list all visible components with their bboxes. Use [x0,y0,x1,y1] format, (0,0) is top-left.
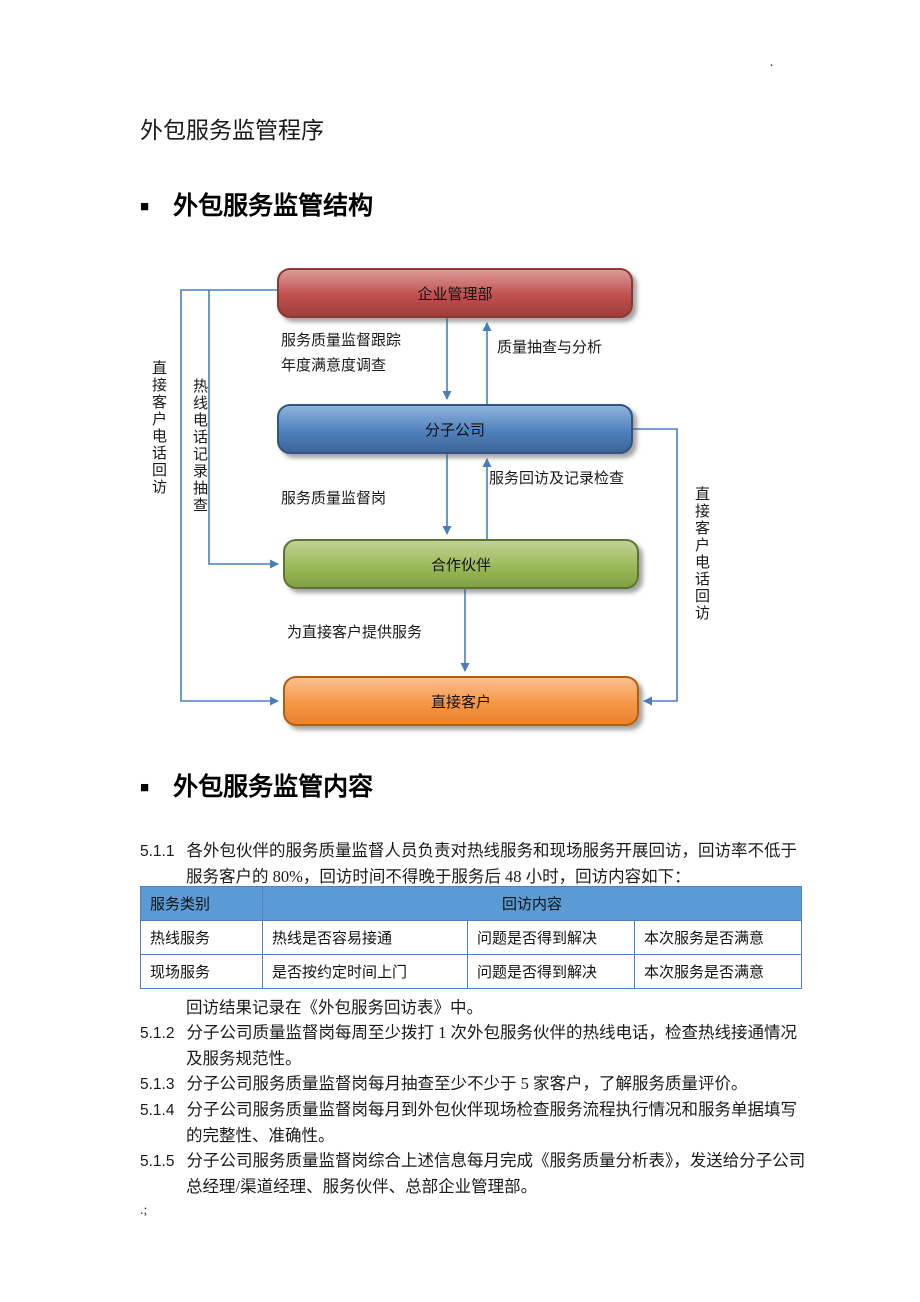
table-cell: 热线是否容易接通 [262,920,468,955]
clause-number: 5.1.4 [140,1102,175,1119]
edge-label-quality-post: 服务质量监督岗 [281,491,387,507]
square-bullet-icon: ■ [140,778,150,796]
table-header-callback-content: 回访内容 [261,886,803,921]
node-label: 直接客户 [430,694,491,711]
clause-text: 分子公司服务质量监督岗每月到外包伙伴现场检查服务流程执行情况和服务单据填写的完整… [186,1100,797,1145]
section-heading-text: 外包服务监管内容 [173,773,374,801]
edge-label-provide-service: 为直接客户提供服务 [287,625,423,641]
clause-number: 5.1.5 [140,1153,175,1170]
table-cell: 热线服务 [140,920,263,955]
node-label: 企业管理部 [417,286,493,303]
clause-text: 分子公司服务质量监督岗每月抽查至少不少于 5 家客户，了解服务质量评价。 [186,1074,748,1093]
edge-label-quality-tracking-1: 服务质量监督跟踪 [281,333,402,349]
edge-label-service-callback-check: 服务回访及记录检查 [489,471,625,487]
edge-label-quality-tracking-2: 年度满意度调查 [281,358,387,374]
section-heading-structure: ■ 外包服务监管结构 [140,191,373,221]
paragraph-5-1-5: 5.1.5 分子公司服务质量监督岗综合上述信息每月完成《服务质量分析表》，发送给分… [140,1148,810,1199]
table-cell: 本次服务是否满意 [633,954,803,989]
clause-text: 分子公司服务质量监督岗综合上述信息每月完成《服务质量分析表》，发送给分子公司总经… [186,1151,806,1196]
table-header-row: 服务类别 回访内容 [140,886,803,921]
vertical-label-hotline-record-check: 热线电话记录抽查 [191,378,207,514]
paragraph-5-1-2: 5.1.2 分子公司质量监督岗每周至少拨打 1 次外包服务伙伴的热线电话，检查热线… [140,1020,810,1071]
vertical-label-right-customer-callback: 直接客户电话回访 [693,486,709,622]
table-row-onsite: 现场服务 是否按约定时间上门 问题是否得到解决 本次服务是否满意 [140,954,803,989]
arrow-right-customer-callback [633,428,678,706]
clause-number: 5.1.1 [140,843,175,860]
footer-mark: .; [140,1203,148,1218]
arrow-hotline-record-check [208,290,279,569]
table-cell: 问题是否得到解决 [467,920,635,955]
node-label: 分子公司 [424,422,485,439]
node-direct-customer: 直接客户 [283,676,639,726]
paragraph-5-1-3: 5.1.3 分子公司服务质量监督岗每月抽查至少不少于 5 家客户，了解服务质量评价… [140,1071,810,1097]
callback-content-table: 服务类别 回访内容 热线服务 热线是否容易接通 问题是否得到解决 本次服务是否满… [140,886,803,989]
node-subsidiary-company: 分子公司 [277,404,633,454]
square-bullet-icon: ■ [140,197,150,215]
table-row-hotline: 热线服务 热线是否容易接通 问题是否得到解决 本次服务是否满意 [140,920,803,955]
document-title: 外包服务监管程序 [140,118,324,143]
table-cell: 本次服务是否满意 [633,920,803,955]
paragraph-5-1-1: 5.1.1 各外包伙伴的服务质量监督人员负责对热线服务和现场服务开展回访，回访率不… [140,838,810,889]
paragraph-5-1-4: 5.1.4 分子公司服务质量监督岗每月到外包伙伴现场检查服务流程执行情况和服务单据… [140,1097,810,1148]
clause-number: 5.1.3 [140,1076,175,1093]
node-enterprise-management: 企业管理部 [277,268,633,318]
header-mark: · [769,58,774,74]
node-label: 合作伙伴 [430,557,491,574]
table-header-service-type: 服务类别 [140,886,263,921]
table-note: 回访结果记录在《外包服务回访表》中。 [186,998,483,1017]
clause-text: 分子公司质量监督岗每周至少拨打 1 次外包服务伙伴的热线电话，检查热线接通情况及… [186,1023,797,1068]
section-heading-content: ■ 外包服务监管内容 [140,772,373,802]
clause-number: 5.1.2 [140,1025,175,1042]
table-cell: 是否按约定时间上门 [262,954,468,989]
table-cell: 现场服务 [140,954,263,989]
edge-label-quality-sampling: 质量抽查与分析 [497,340,603,356]
vertical-label-left-customer-callback: 直接客户电话回访 [150,360,166,496]
table-cell: 问题是否得到解决 [467,954,635,989]
node-partner: 合作伙伴 [283,539,639,589]
section-heading-text: 外包服务监管结构 [173,192,374,220]
clause-text: 各外包伙伴的服务质量监督人员负责对热线服务和现场服务开展回访，回访率不低于服务客… [186,841,797,886]
